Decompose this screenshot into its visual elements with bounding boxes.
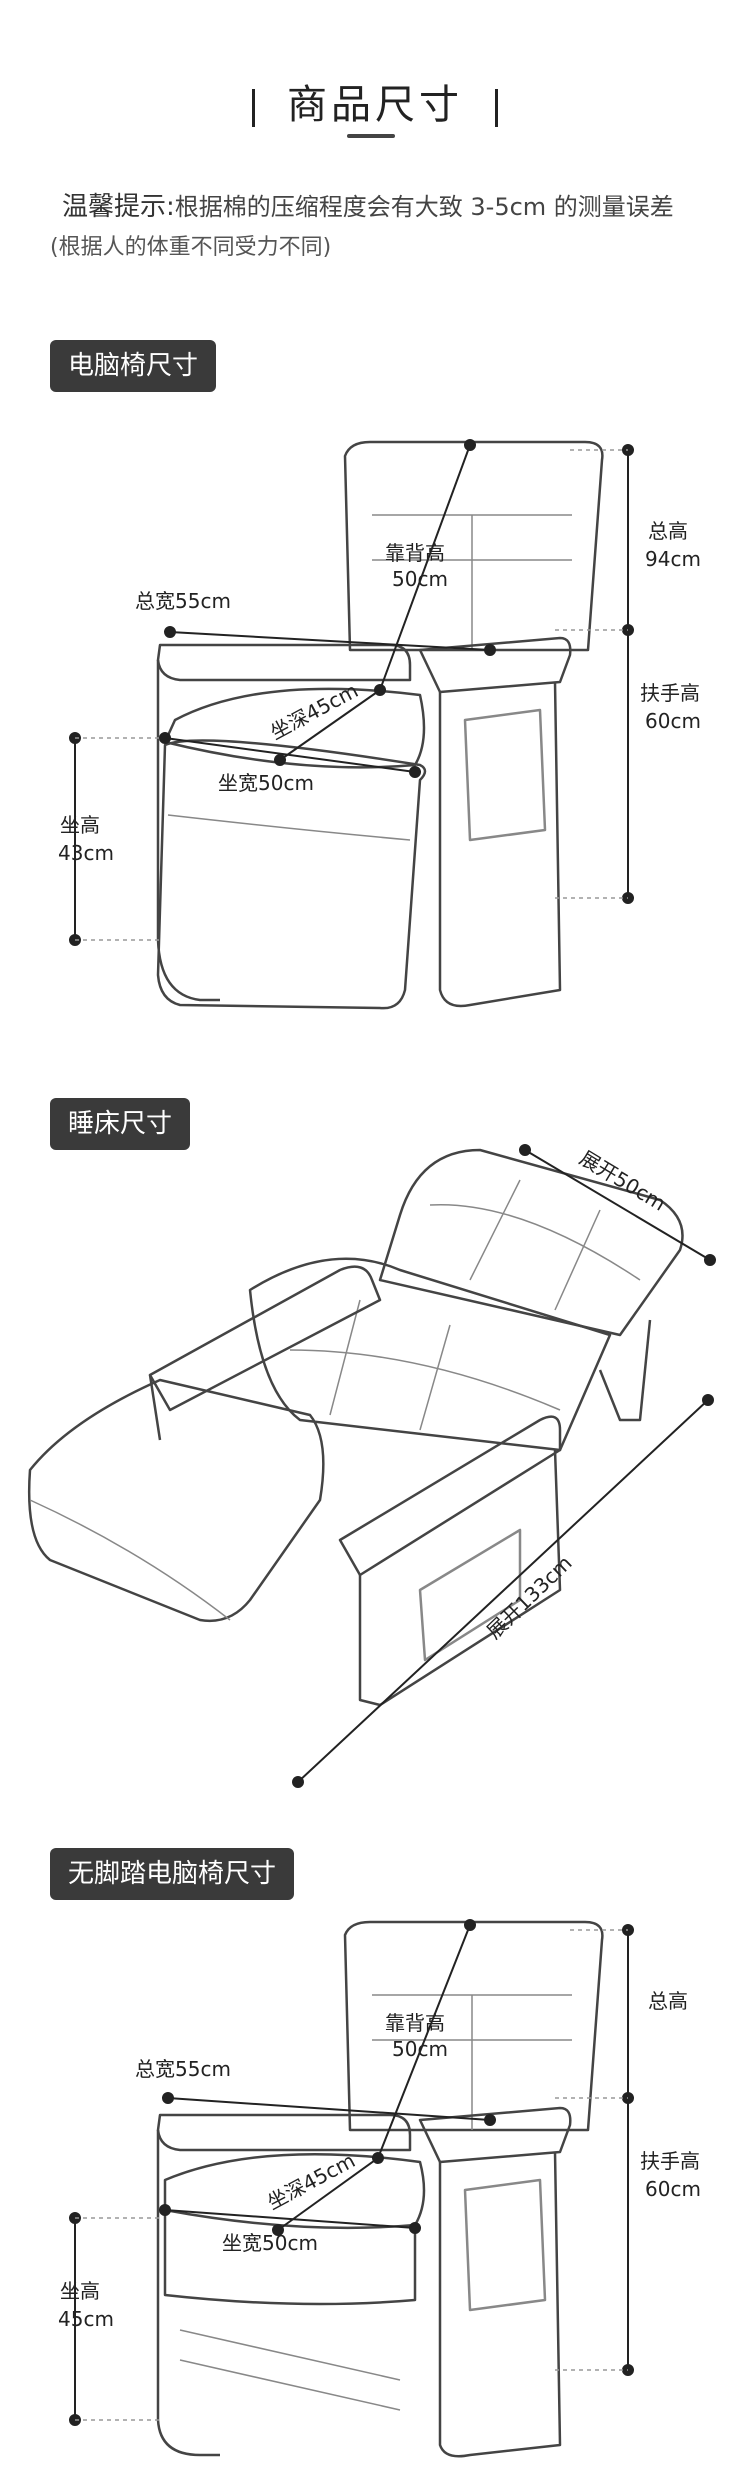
page-title-text: 商品尺寸 <box>287 82 463 128</box>
seat-cushion <box>163 687 426 769</box>
section-label-no-footrest: 无脚踏电脑椅尺寸 <box>50 1848 295 1900</box>
armrest-height-value: 60cm <box>645 2177 701 2201</box>
bed-middle-cushion <box>248 1257 612 1452</box>
seat-width-label: 坐宽50cm <box>218 771 314 795</box>
footrest <box>156 739 427 1010</box>
armrest-height-value: 60cm <box>645 709 701 733</box>
chair-diagram: 总高 94cm 扶手高 60cm 坐高 43cm 靠背高 50cm 总宽55cm… <box>58 439 701 1010</box>
page-title: 商品尺寸 <box>0 72 750 130</box>
chair-back <box>343 440 604 652</box>
left-armrest <box>156 2113 412 2152</box>
right-armrest <box>418 2106 572 2164</box>
total-height-label: 总高 <box>648 1989 688 2013</box>
back-height-value: 50cm <box>392 567 448 591</box>
seat-height-value: 45cm <box>58 2307 114 2331</box>
back-height-label: 靠背高 <box>385 541 445 565</box>
tip-text: 根据棉的压缩程度会有大致 3-5cm 的测量误差 <box>174 193 674 221</box>
back-height-value: 50cm <box>392 2037 448 2061</box>
armrest-height-label: 扶手高 <box>640 681 700 705</box>
bed-diagram: 展开50cm 展开133cm <box>27 1144 716 1788</box>
seat-cushion <box>163 2152 426 2230</box>
back-height-label: 靠背高 <box>385 2011 445 2035</box>
section-label-bed: 睡床尺寸 <box>50 1098 191 1150</box>
tip-line: 温馨提示:根据棉的压缩程度会有大致 3-5cm 的测量误差 <box>62 190 674 224</box>
total-width-label: 总宽55cm <box>135 2057 231 2081</box>
title-right-bar <box>495 89 498 127</box>
bed-left-armrest <box>148 1265 382 1412</box>
no-footrest-chair-diagram: 总高 扶手高 60cm 坐高 45cm 靠背高 50cm 总宽55cm 坐深45… <box>58 1919 701 2458</box>
right-armrest <box>418 636 572 694</box>
section-label-chair: 电脑椅尺寸 <box>50 340 217 392</box>
total-height-value: 94cm <box>645 547 701 571</box>
armrest-height-label: 扶手高 <box>640 2149 700 2173</box>
total-width-label: 总宽55cm <box>135 589 231 613</box>
tip-label: 温馨提示: <box>62 192 175 222</box>
title-underline <box>347 134 395 138</box>
title-left-bar <box>252 89 255 127</box>
seat-height-label: 坐高 <box>60 813 100 837</box>
seat-width-label: 坐宽50cm <box>222 2231 318 2255</box>
seat-height-label: 坐高 <box>60 2279 100 2303</box>
bed-right-armrest <box>338 1415 562 1577</box>
seat-height-value: 43cm <box>58 841 114 865</box>
tip-subtext: (根据人的体重不同受力不同) <box>50 235 332 260</box>
bed-foot-cushion <box>27 1378 325 1623</box>
chair-back <box>343 1920 604 2132</box>
bed-head-cushion <box>378 1148 684 1337</box>
seat-front <box>163 2210 417 2306</box>
total-height-label: 总高 <box>648 519 688 543</box>
left-armrest <box>156 643 412 682</box>
